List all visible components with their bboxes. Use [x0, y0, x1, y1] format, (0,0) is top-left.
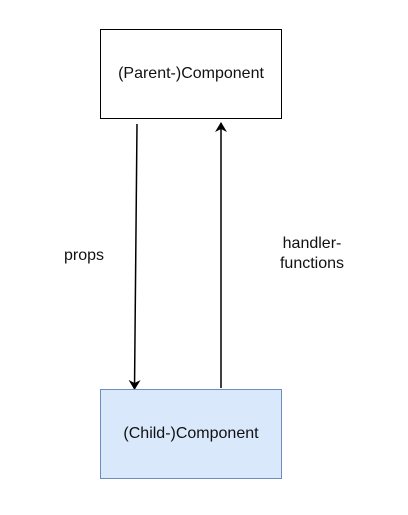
child-component-label: (Child-)Component [123, 425, 259, 442]
child-component-node: (Child-)Component [100, 389, 282, 479]
props-arrow [128, 123, 141, 390]
handler-functions-label-line1: handler- [282, 235, 342, 252]
handler-functions-label-line2: functions [279, 255, 345, 272]
parent-component-node: (Parent-)Component [100, 29, 282, 119]
parent-component-label: (Parent-)Component [118, 65, 264, 82]
handler-functions-edge-label: handler- functions [274, 234, 350, 274]
props-edge-label: props [64, 247, 105, 264]
